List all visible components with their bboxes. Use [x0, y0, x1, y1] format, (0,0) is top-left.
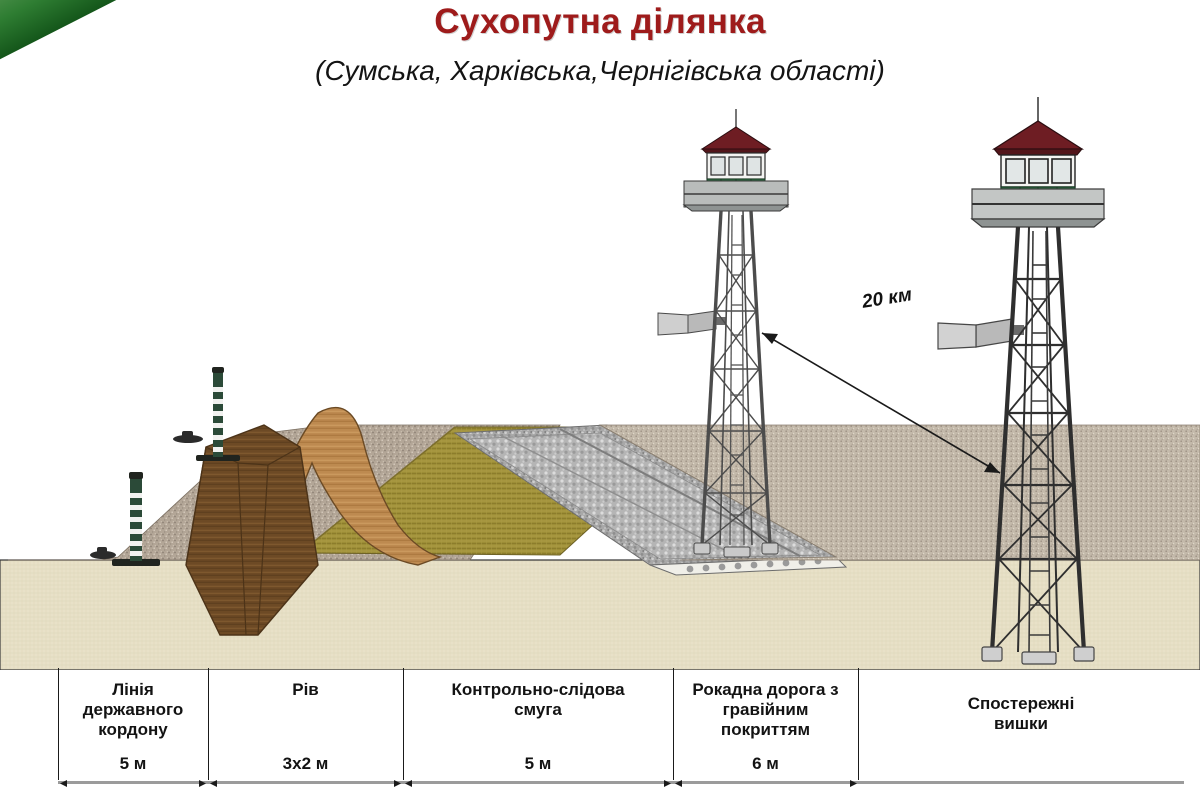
legend-divider [58, 668, 59, 780]
legend-arrow-tick [664, 780, 671, 787]
legend-dimension: 3x2 м [282, 754, 329, 773]
legend-arrow-tick [199, 780, 206, 787]
legend-label: Лінія державного кордону [82, 680, 184, 740]
legend-dimension: 6 м [752, 754, 779, 773]
legend-arrow-tick [210, 780, 217, 787]
page-title: Сухопутна ділянка [434, 2, 766, 41]
border-post [90, 367, 240, 566]
legend-arrow-tick [394, 780, 401, 787]
legend-baseline [58, 781, 1184, 784]
legend-label: Рів [292, 680, 319, 699]
legend-label: Контрольно-слідова смуга [451, 680, 625, 720]
tower-distance-arrow [761, 332, 1001, 474]
legend-arrow-tick [850, 780, 857, 787]
border-section-diagram [0, 95, 1200, 670]
legend-cell-watch-towers: Спостережні вишки [858, 668, 1184, 790]
gravel-road [453, 424, 848, 576]
legend-arrow-tick [405, 780, 412, 787]
legend-dimension: 5 м [524, 754, 552, 773]
legend-divider [673, 668, 674, 780]
legend-arrow-tick [60, 780, 67, 787]
legend-cell-border-line: Лінія державного кордону 5 м [58, 668, 208, 790]
legend-cell-gravel-road: Рокадна дорога з гравійним покриттям 6 м [673, 668, 858, 790]
legend-divider [403, 668, 404, 780]
legend-arrow-tick [675, 780, 682, 787]
legend-label: Спостережні вишки [967, 694, 1075, 734]
legend-dimension: 5 м [119, 754, 147, 773]
searchlight-icon [937, 318, 1024, 350]
legend-cell-control-strip: Контрольно-слідова смуга 5 м [403, 668, 673, 790]
legend-label: Рокадна дорога з гравійним покриттям [692, 680, 839, 740]
searchlight-icon [657, 310, 726, 336]
legend-cell-ditch: Рів 3x2 м [208, 668, 403, 790]
legend-divider [208, 668, 209, 780]
dimension-legend: Лінія державного кордону 5 м Рів 3x2 м К… [58, 668, 1184, 790]
watch-tower [657, 109, 790, 558]
page-subtitle: (Сумська, Харківська,Чернігівська област… [315, 55, 885, 86]
legend-divider [858, 668, 859, 780]
watch-tower [937, 97, 1106, 665]
